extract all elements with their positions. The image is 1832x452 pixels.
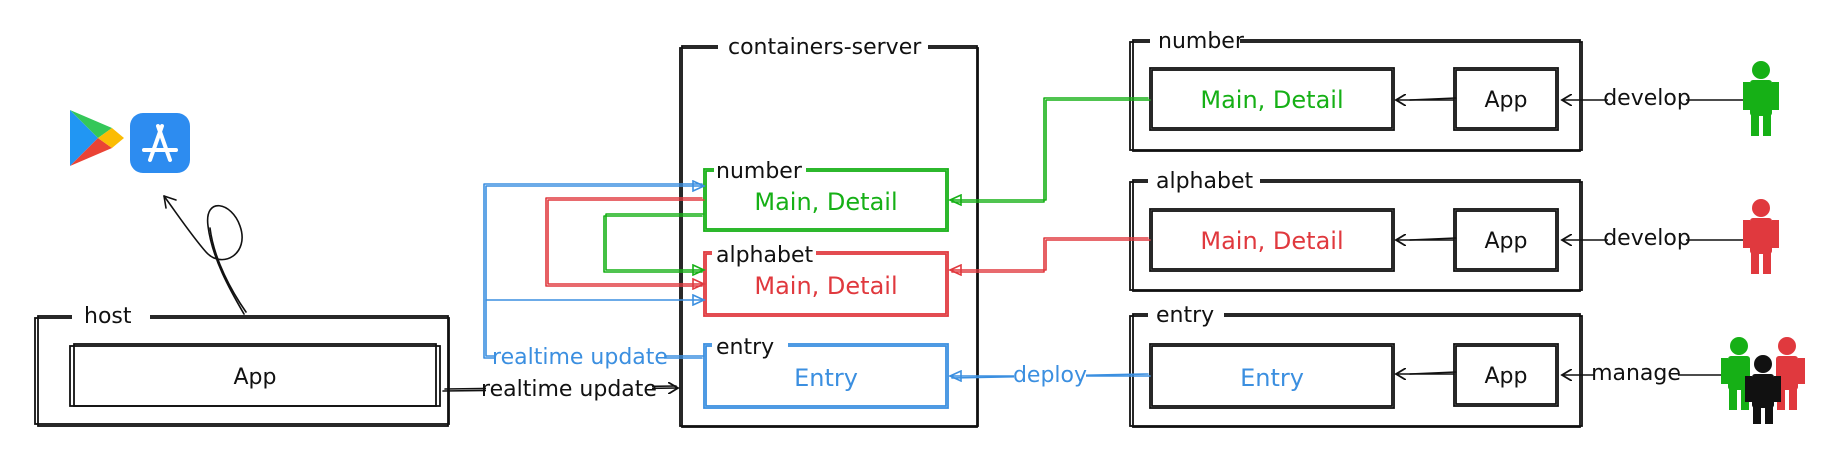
entry-update-label: realtime update bbox=[492, 345, 668, 370]
server-number-title: number bbox=[716, 159, 803, 184]
host-title: host bbox=[84, 304, 132, 329]
host-box: host App bbox=[34, 302, 450, 427]
host-update-label: realtime update bbox=[481, 377, 657, 402]
deploy-label: deploy bbox=[1013, 363, 1087, 388]
server-entry-content: Entry bbox=[794, 364, 858, 392]
containers-server-title: containers-server bbox=[728, 35, 922, 60]
number-deploy-arrow bbox=[950, 97, 1151, 202]
alphabet-deploy-arrow bbox=[950, 237, 1151, 272]
project-number: number Main, Detail App bbox=[1129, 26, 1583, 152]
project-entry-app: App bbox=[1485, 364, 1528, 389]
containers-server-box: containers-server number Main, Detail al… bbox=[679, 32, 979, 428]
project-number-module: Main, Detail bbox=[1200, 86, 1343, 114]
entry-realtime-update-arrow: realtime update bbox=[483, 184, 704, 370]
project-alphabet-title: alphabet bbox=[1156, 169, 1253, 194]
develop-arrow-number: develop bbox=[1562, 84, 1751, 112]
project-entry-action: manage bbox=[1591, 361, 1681, 386]
project-entry: entry Entry App bbox=[1129, 300, 1583, 428]
server-alphabet-title: alphabet bbox=[716, 243, 813, 268]
project-entry-module: Entry bbox=[1240, 364, 1304, 392]
project-number-app: App bbox=[1485, 88, 1528, 113]
manage-arrow-entry: manage bbox=[1562, 358, 1727, 386]
project-alphabet-app: App bbox=[1485, 229, 1528, 254]
project-entry-title: entry bbox=[1156, 303, 1214, 328]
project-number-title: number bbox=[1158, 29, 1245, 54]
app-store-icon bbox=[130, 113, 190, 173]
server-number-content: Main, Detail bbox=[754, 188, 897, 216]
green-developer-icon bbox=[1743, 61, 1779, 136]
red-developer-icon bbox=[1743, 199, 1779, 274]
entry-deploy-arrow: deploy bbox=[950, 360, 1151, 388]
project-alphabet-action: develop bbox=[1603, 226, 1691, 251]
project-alphabet: alphabet Main, Detail App bbox=[1129, 166, 1583, 292]
host-realtime-update-arrow: realtime update bbox=[442, 374, 678, 402]
server-alphabet-module: alphabet Main, Detail bbox=[703, 240, 949, 317]
server-number-module: number Main, Detail bbox=[703, 157, 949, 232]
google-play-icon bbox=[70, 110, 124, 166]
develop-arrow-alphabet: develop bbox=[1562, 224, 1751, 252]
server-entry-title: entry bbox=[716, 335, 774, 360]
green-dependency-arrow bbox=[603, 213, 704, 272]
red-dependency-arrow bbox=[545, 197, 704, 286]
project-number-action: develop bbox=[1603, 86, 1691, 111]
project-alphabet-module: Main, Detail bbox=[1200, 227, 1343, 255]
publish-arrow bbox=[163, 195, 247, 315]
team-manager-icon bbox=[1721, 337, 1805, 424]
server-entry-module: entry Entry bbox=[703, 332, 949, 409]
host-app-box: App bbox=[69, 343, 441, 407]
server-alphabet-content: Main, Detail bbox=[754, 272, 897, 300]
host-app-label: App bbox=[234, 365, 277, 390]
